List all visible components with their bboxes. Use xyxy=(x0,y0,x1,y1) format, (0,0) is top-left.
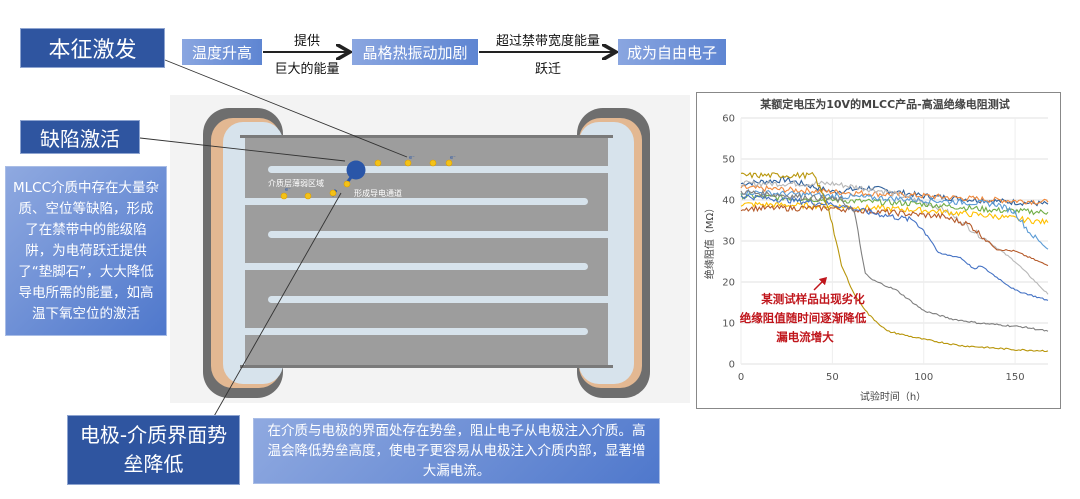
flow-step-temperature: 温度升高 xyxy=(182,39,262,65)
arrow2-bottom-label: 跃迁 xyxy=(534,62,561,77)
svg-text:绝缘阻值随时间逐渐降低: 绝缘阻值随时间逐渐降低 xyxy=(740,311,867,325)
series-sample-light-blue xyxy=(740,188,1049,250)
svg-text:漏电流增大: 漏电流增大 xyxy=(776,330,834,344)
arrow2-top-label: 超过禁带宽度能量 xyxy=(495,34,600,49)
weak-region-label: 介质层薄弱区域 xyxy=(268,178,324,188)
flow-step-free-electron: 成为自由电子 xyxy=(618,39,726,65)
x-tick-label: 100 xyxy=(914,372,933,383)
left-inner-electrode xyxy=(240,138,245,365)
series-sample-dark-gray xyxy=(740,189,1049,332)
series-sample-yellow xyxy=(740,201,1049,225)
y-tick-label: 20 xyxy=(722,278,735,289)
x-tick-label: 150 xyxy=(1006,372,1025,383)
y-tick-label: 30 xyxy=(722,237,735,248)
right-inner-electrode xyxy=(608,138,613,365)
chart-annotation: 某测试样品出现劣化 绝缘阻值随时间逐渐降低 漏电流增大 xyxy=(740,292,867,344)
interface-barrier-title: 电极-介质界面势垒降低 xyxy=(67,415,240,485)
defect-site xyxy=(346,160,366,180)
interface-description: 在介质与电极的界面处存在势垒，阻止电子从电极注入介质。高温会降低势垒高度，使电子… xyxy=(253,418,660,484)
series-sample-brown xyxy=(740,204,1049,267)
leader-lines xyxy=(139,59,408,419)
y-tick-label: 40 xyxy=(722,196,735,207)
y-tick-label: 60 xyxy=(722,114,735,125)
x-axis-label: 试验时间（h） xyxy=(860,390,926,403)
y-axis-label: 绝缘阻值（MΩ） xyxy=(703,203,716,279)
electrons xyxy=(280,159,453,200)
series-sample-gold xyxy=(740,171,1049,353)
arrow1-bottom-label: 巨大的能量 xyxy=(274,62,340,77)
series-sample-dark-blue xyxy=(740,176,1049,207)
svg-text:e⁻: e⁻ xyxy=(285,187,291,193)
series-sample-light-gray xyxy=(740,179,1049,295)
chart-title: 某额定电压为10V的MLCC产品-高温绝缘电阻测试 xyxy=(759,97,1010,111)
x-tick-label: 0 xyxy=(738,372,744,383)
y-tick-label: 10 xyxy=(722,319,735,330)
svg-text:e⁻: e⁻ xyxy=(450,155,456,161)
defect-description: MLCC介质中存在大量杂质、空位等缺陷，形成了在禁带中的能级陷阱，为电荷跃迁提供… xyxy=(5,166,167,336)
x-tick-label: 50 xyxy=(826,372,839,383)
series-sample-medium-blue xyxy=(740,194,1049,301)
intrinsic-excitation-title: 本征激发 xyxy=(20,28,165,68)
defect-activation-title: 缺陷激活 xyxy=(20,120,140,154)
svg-text:某测试样品出现劣化: 某测试样品出现劣化 xyxy=(760,292,865,306)
arrow1-top-label: 提供 xyxy=(293,34,320,49)
channel-label: 形成导电通道 xyxy=(354,188,402,198)
y-tick-label: 50 xyxy=(722,155,735,166)
y-tick-label: 0 xyxy=(729,360,735,371)
electron-label: e⁻ xyxy=(409,155,415,161)
flow-step-lattice: 晶格热振动加剧 xyxy=(352,39,478,65)
annotation-arrow xyxy=(813,276,828,291)
